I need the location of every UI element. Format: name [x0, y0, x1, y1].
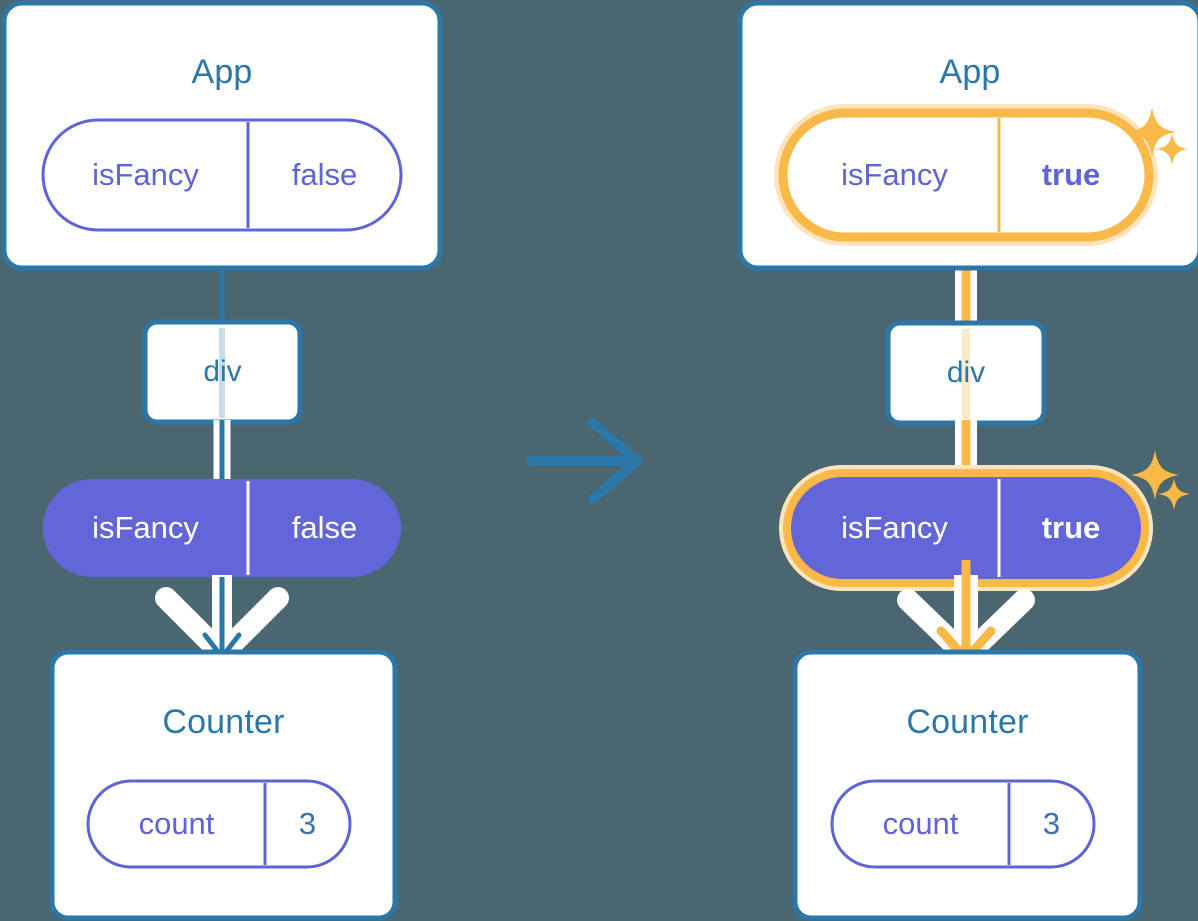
sparkle-group-props-after: [1131, 450, 1190, 510]
count-pill-before: [86, 779, 352, 869]
transition-arrow-right-icon: [526, 418, 642, 504]
count-pill-after: [830, 779, 1096, 869]
panel-before: [1, 0, 443, 921]
props-pill-before: [43, 479, 401, 577]
app-pill-after: [778, 108, 1154, 242]
sparkle-large-icon-2: [1131, 450, 1179, 500]
sparkle-small-icon: [1156, 133, 1188, 165]
sparkle-large-icon: [1128, 107, 1176, 157]
sparkle-group-app-after: [1128, 107, 1188, 165]
sparkle-small-icon-2: [1158, 478, 1190, 510]
panel-after: [737, 0, 1198, 921]
app-pill-before: [41, 118, 403, 232]
